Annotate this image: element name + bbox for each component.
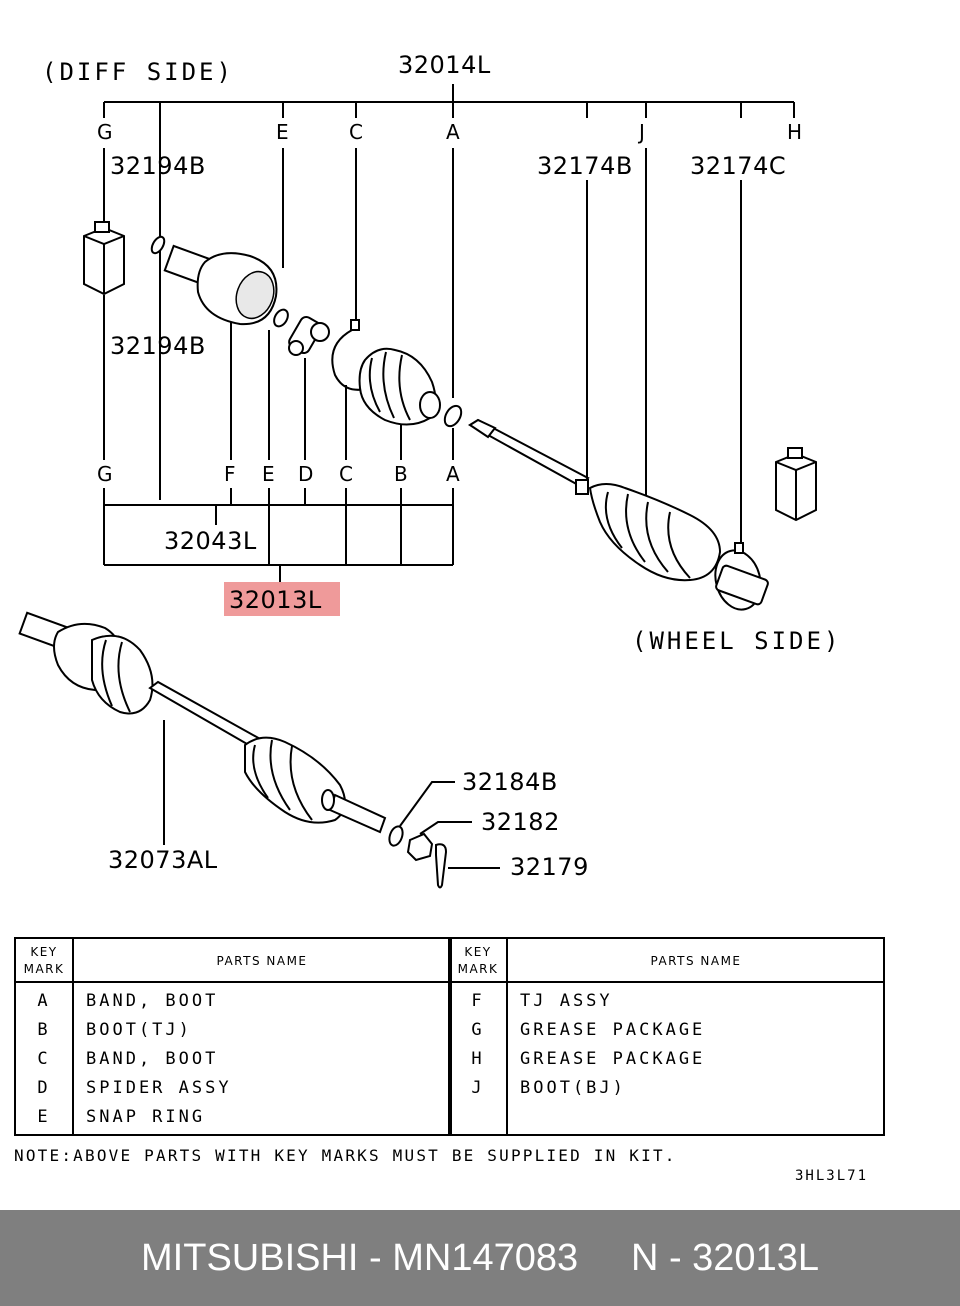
wheel-side-label: (WHEEL SIDE) <box>632 627 841 655</box>
kit-note: NOTE:ABOVE PARTS WITH KEY MARKS MUST BE … <box>14 1146 677 1165</box>
key-mark-top-e: E <box>276 120 289 144</box>
key-mark-bottom-a: A <box>446 462 460 486</box>
table-header-parts-left: PARTS NAME <box>216 954 307 968</box>
key-mark-top-g: G <box>97 120 113 144</box>
key-mark-top-c: C <box>349 120 363 144</box>
key-mark-bottom-f: F <box>224 462 236 486</box>
table-name-g: GREASE PACKAGE <box>520 1020 705 1040</box>
drive-shaft <box>468 418 590 488</box>
table-key-f: F <box>471 991 484 1011</box>
table-name-f: TJ ASSY <box>520 991 613 1011</box>
key-mark-top-j: J <box>637 120 645 144</box>
part-32179-label: 32179 <box>510 853 589 881</box>
part-32174B-label: 32174B <box>537 152 633 180</box>
table-key-d: D <box>37 1078 50 1098</box>
footer-bar: MITSUBISHI - MN147083 N - 32013L <box>0 1210 960 1306</box>
snap-ring-e <box>273 308 289 328</box>
table-name-a: BAND, BOOT <box>86 991 218 1011</box>
key-mark-bottom-g: G <box>97 462 113 486</box>
part-32014L-label: 32014L <box>398 51 491 79</box>
label-bg-32043L <box>158 525 268 557</box>
table-key-h: H <box>471 1049 484 1069</box>
tj-housing <box>163 244 278 326</box>
table-key-b: B <box>37 1020 50 1040</box>
table-key-c: C <box>37 1049 50 1069</box>
table-name-c: BAND, BOOT <box>86 1049 218 1069</box>
nut-32182 <box>406 832 434 862</box>
part-32184B-label: 32184B <box>462 768 558 796</box>
table-name-d: SPIDER ASSY <box>86 1078 232 1098</box>
part-32194B-top-label: 32194B <box>110 152 206 180</box>
diff-side-label: (DIFF SIDE) <box>42 58 234 86</box>
spider-assy <box>288 315 330 356</box>
exploded-parts-diagram: (DIFF SIDE) (WHEEL SIDE) 32014L G E C A … <box>14 51 885 1184</box>
part-32182-label: 32182 <box>481 808 560 836</box>
band-clip-c <box>350 319 360 331</box>
key-mark-bottom-e: E <box>262 462 275 486</box>
table-key-j: J <box>471 1078 484 1098</box>
table-header-key-left-1: KEY <box>30 945 57 959</box>
band-boot-c <box>331 329 371 391</box>
outer-joint-hub <box>714 542 769 611</box>
table-key-g: G <box>471 1020 484 1040</box>
parts-table: KEY MARK PARTS NAME KEY MARK PARTS NAME … <box>14 937 885 1136</box>
leader-lines <box>103 148 742 548</box>
grease-package-wheel-side <box>775 447 817 522</box>
table-name-e: SNAP RING <box>86 1107 205 1127</box>
highlight-32013L <box>224 582 340 616</box>
cotter-pin-32179 <box>435 843 448 889</box>
grease-package-diff-side <box>83 221 125 296</box>
band-boot-a <box>443 404 463 428</box>
key-mark-bottom-c: C <box>339 462 353 486</box>
drawing-code: 3HL3L71 <box>795 1168 868 1184</box>
bracket-32014L <box>103 84 795 500</box>
table-header-parts-right: PARTS NAME <box>650 954 741 968</box>
snap-ring-32194b <box>150 235 166 255</box>
table-key-e: E <box>37 1107 50 1127</box>
table-header-key-right-1: KEY <box>464 945 491 959</box>
tj-boot <box>358 347 441 426</box>
part-32013L-label: 32013L <box>229 586 322 614</box>
table-header-key-left-2: MARK <box>24 962 65 976</box>
part-32174C-label: 32174C <box>690 152 786 180</box>
key-mark-top-a: A <box>446 120 460 144</box>
table-name-j: BOOT(BJ) <box>520 1078 626 1098</box>
part-32043L-label: 32043L <box>164 527 257 555</box>
part-32194B-mid-label: 32194B <box>110 332 206 360</box>
washer-32184b <box>388 825 404 847</box>
footer-part-info: MITSUBISHI - MN147083 N - 32013L <box>141 1236 819 1279</box>
table-name-h: GREASE PACKAGE <box>520 1049 705 1069</box>
table-name-b: BOOT(TJ) <box>86 1020 192 1040</box>
key-mark-top-h: H <box>787 120 802 144</box>
table-header-key-right-2: MARK <box>458 962 499 976</box>
bj-boot <box>575 479 722 582</box>
table-key-a: A <box>37 991 50 1011</box>
leader-hardware <box>399 781 500 869</box>
key-mark-bottom-b: B <box>394 462 408 486</box>
key-mark-bottom-d: D <box>298 462 313 486</box>
assembled-driveshaft <box>18 611 387 834</box>
bracket-32043L-32013L <box>103 488 454 585</box>
part-32073AL-label: 32073AL <box>108 846 218 874</box>
